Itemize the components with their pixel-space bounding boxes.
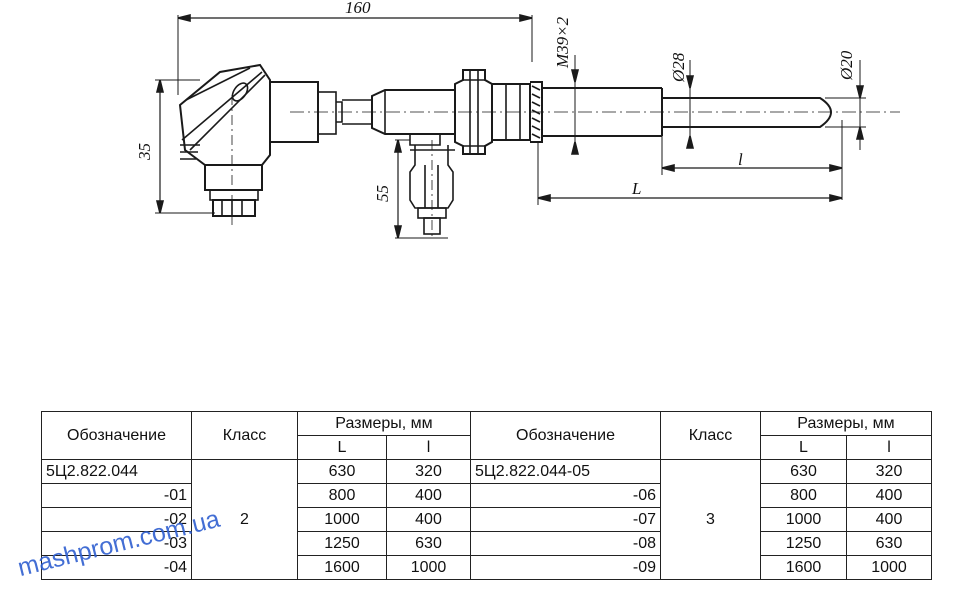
left-class: 2 (191, 459, 298, 580)
right-designation: -07 (470, 507, 661, 532)
left-l: 400 (386, 483, 471, 508)
right-l: 400 (846, 483, 932, 508)
dim-diameter-body: Ø28 (669, 52, 688, 83)
dim-total-length: 160 (345, 0, 371, 17)
header-designation: Обозначение (470, 411, 661, 460)
right-designation: 5Ц2.822.044-05 (470, 459, 661, 484)
header-L: L (760, 435, 847, 460)
right-l: 630 (846, 531, 932, 556)
spec-table: Обозначение Класс Размеры, мм Обозначени… (41, 411, 932, 580)
right-designation: -08 (470, 531, 661, 556)
left-designation: -04 (41, 555, 192, 580)
right-L: 1600 (760, 555, 847, 580)
left-l: 320 (386, 459, 471, 484)
technical-drawing: 160 35 55 M39×2 Ø28 Ø20 l L (135, 0, 900, 240)
right-L: 800 (760, 483, 847, 508)
header-class: Класс (191, 411, 298, 460)
right-class: 3 (660, 459, 761, 580)
left-l: 1000 (386, 555, 471, 580)
table-row: 5Ц2.822.044 2 630 320 5Ц2.822.044-05 3 6… (41, 459, 932, 580)
header-designation: Обозначение (41, 411, 192, 460)
dim-length-L: L (631, 179, 641, 198)
table-subheader-row: L l L l (42, 435, 932, 460)
right-l: 1000 (846, 555, 932, 580)
left-L: 630 (297, 459, 387, 484)
dim-connector-length: 55 (373, 185, 392, 202)
dim-diameter-tip: Ø20 (837, 50, 856, 81)
table-row: -04 1600 1000 -09 1600 1000 (41, 555, 932, 580)
table-row: -01 800 400 -06 800 400 (41, 483, 932, 508)
left-L: 800 (297, 483, 387, 508)
dim-length-l: l (738, 150, 743, 169)
header-class: Класс (660, 411, 761, 460)
header-l: l (386, 435, 471, 460)
dim-thread: M39×2 (553, 16, 572, 69)
right-L: 1250 (760, 531, 847, 556)
left-l: 400 (386, 507, 471, 532)
right-l: 320 (846, 459, 932, 484)
header-dimensions: Размеры, мм (760, 411, 932, 436)
right-L: 630 (760, 459, 847, 484)
left-L: 1250 (297, 531, 387, 556)
right-L: 1000 (760, 507, 847, 532)
header-L: L (297, 435, 387, 460)
left-l: 630 (386, 531, 471, 556)
header-l: l (846, 435, 932, 460)
right-designation: -09 (470, 555, 661, 580)
left-L: 1000 (297, 507, 387, 532)
header-dimensions: Размеры, мм (297, 411, 471, 436)
left-designation: -01 (41, 483, 192, 508)
dim-head-height: 35 (135, 143, 154, 161)
right-l: 400 (846, 507, 932, 532)
table-row: -02 1000 400 -07 1000 400 (41, 507, 932, 532)
left-designation: -02 (41, 507, 192, 532)
left-designation: 5Ц2.822.044 (41, 459, 192, 484)
table-header-row: Обозначение Класс Размеры, мм Обозначени… (41, 411, 932, 460)
left-L: 1600 (297, 555, 387, 580)
right-designation: -06 (470, 483, 661, 508)
